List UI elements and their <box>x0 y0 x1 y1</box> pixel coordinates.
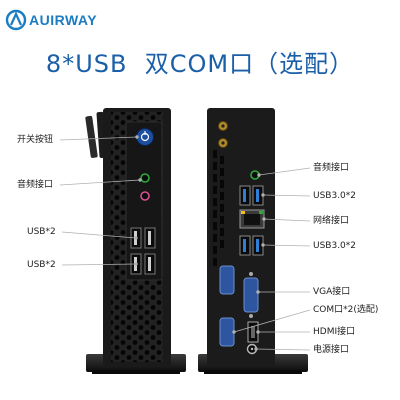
callout-label-dc-power: 电源接口 <box>313 345 350 355</box>
power-button[interactable] <box>136 128 154 146</box>
ethernet-port[interactable] <box>239 209 265 229</box>
callout-label-rear-usb30-lower: USB3.0*2 <box>313 241 357 251</box>
vent-slots <box>213 150 224 266</box>
antenna-connector-icon <box>218 121 228 148</box>
mic-jack <box>140 191 150 201</box>
callout-label-power-button: 开关按钮 <box>17 135 54 145</box>
rear-unit <box>198 108 308 374</box>
callout-label-rear-usb30-upper: USB3.0*2 <box>313 191 357 201</box>
callout-label-front-audio: 音频接口 <box>17 180 54 190</box>
callout-label-front-usb-upper: USB*2 <box>27 227 56 237</box>
callout-label-ethernet: 网络接口 <box>313 216 350 226</box>
com-ports[interactable] <box>219 265 235 347</box>
callout-label-com: COM口*2(选配) <box>313 305 379 315</box>
left-callout-lines <box>59 135 142 266</box>
brand-logo: AUIRWAY <box>5 8 97 32</box>
headphone-jack <box>140 173 150 183</box>
headline: 8*USB 双COM口（选配） <box>45 50 355 78</box>
callout-label-rear-audio: 音频接口 <box>313 163 350 173</box>
vga-port[interactable] <box>243 272 259 318</box>
callout-label-front-usb-lower: USB*2 <box>27 260 56 270</box>
brand-name: AUIRWAY <box>29 12 98 28</box>
callout-label-vga: VGA接口 <box>313 287 351 297</box>
front-unit <box>85 108 186 374</box>
right-callout-lines <box>232 167 311 351</box>
rear-usb30-upper[interactable] <box>239 185 264 206</box>
brand-mark-icon <box>5 9 27 31</box>
callout-label-hdmi: HDMI接口 <box>313 327 356 337</box>
front-audio-ports[interactable] <box>140 173 150 201</box>
